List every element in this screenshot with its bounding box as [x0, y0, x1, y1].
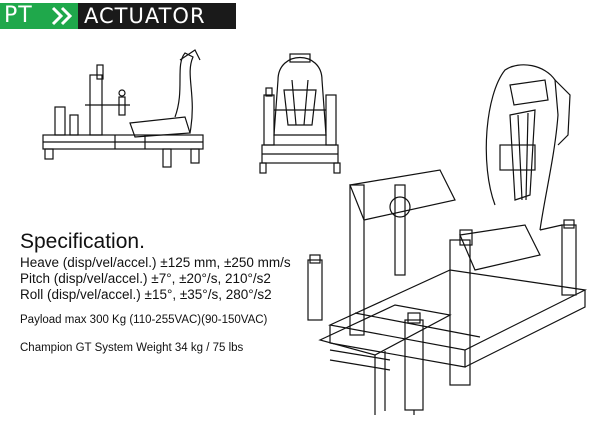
double-chevron-icon	[51, 6, 73, 26]
spec-heave: Heave (disp/vel/accel.) ±125 mm, ±250 mm…	[20, 255, 291, 270]
side-view-drawing	[42, 49, 204, 168]
system-weight-text: Champion GT System Weight 34 kg / 75 lbs	[20, 342, 244, 354]
payload-text: Payload max 300 Kg (110-255VAC)(90-150VA…	[20, 314, 268, 326]
spec-title: Specification.	[20, 230, 145, 253]
logo-dark-block: ACTUATOR	[78, 3, 236, 29]
spec-roll: Roll (disp/vel/accel.) ±15°, ±35°/s, 280…	[20, 287, 272, 302]
logo-brand-text: PT	[4, 3, 33, 28]
brand-logo: PT ACTUATOR	[0, 3, 240, 29]
spec-pitch: Pitch (disp/vel/accel.) ±7°, ±20°/s, 210…	[20, 271, 271, 286]
logo-product-text: ACTUATOR	[84, 4, 206, 28]
logo-green-block: PT	[0, 3, 78, 29]
isometric-view-drawing	[307, 64, 587, 415]
front-view-drawing	[259, 53, 341, 174]
